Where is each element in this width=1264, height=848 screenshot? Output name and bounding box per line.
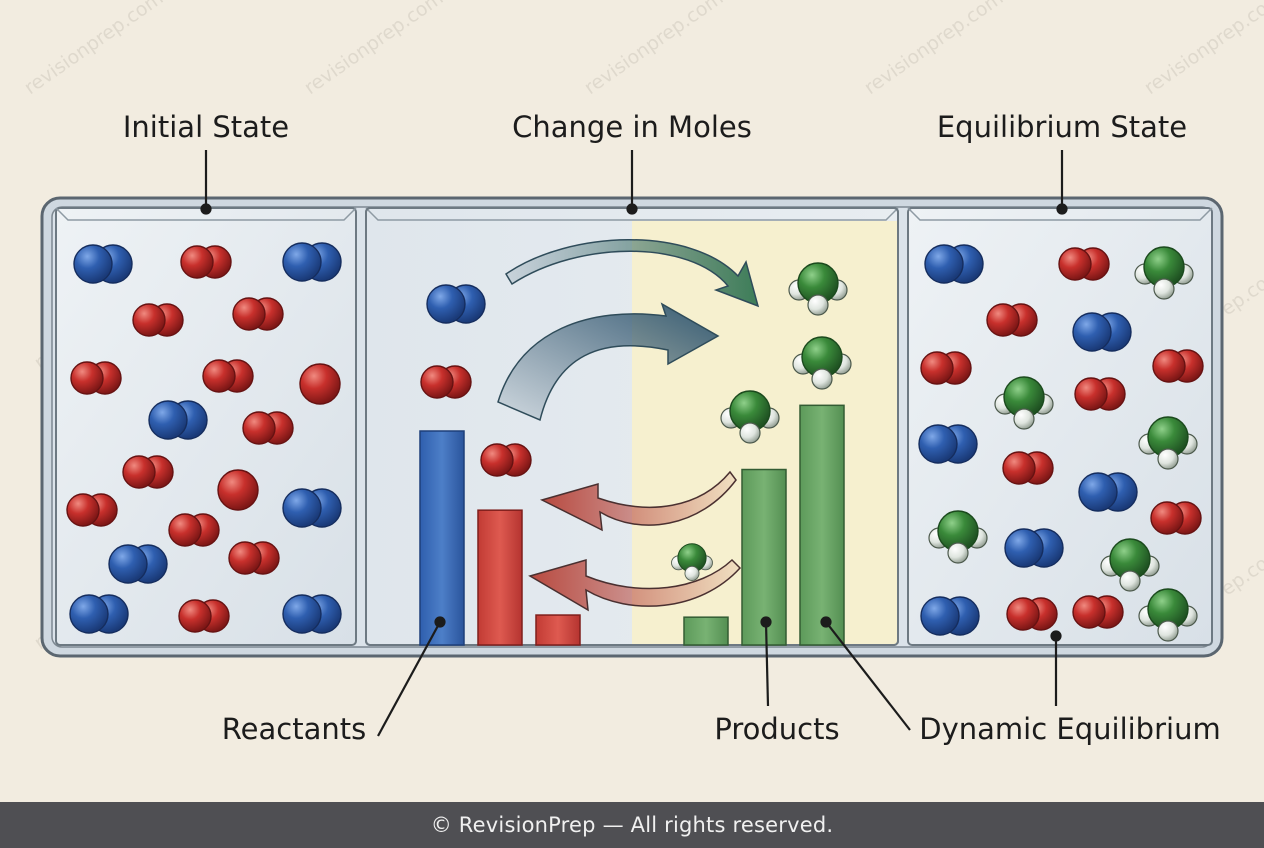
blue-diatomic-molecule: [148, 400, 208, 440]
red-diatomic-molecule: [1150, 501, 1202, 535]
red-diatomic-molecule: [228, 541, 280, 575]
leader-products: [764, 621, 770, 707]
red-diatomic-molecule: [242, 411, 294, 445]
label-change-in-moles: Change in Moles: [512, 110, 752, 144]
blue-diatomic-molecule: [282, 594, 342, 634]
label-reactants: Reactants: [222, 712, 366, 746]
red-diatomic-molecule: [66, 493, 118, 527]
mole-bars: [419, 404, 845, 646]
copyright-footer: © RevisionPrep — All rights reserved.: [0, 802, 1264, 848]
red-diatomic-molecule: [168, 513, 220, 547]
label-products: Products: [714, 712, 839, 746]
product-bar-3: [799, 404, 845, 646]
blue-diatomic-molecule: [108, 544, 168, 584]
red-diatomic-molecule: [1074, 377, 1126, 411]
blue-diatomic-molecule: [920, 596, 980, 636]
red-diatomic-molecule: [202, 359, 254, 393]
blue-diatomic-molecule: [282, 488, 342, 528]
red-diatomic-molecule: [132, 303, 184, 337]
red-atom: [217, 469, 259, 511]
red-diatomic-molecule: [122, 455, 174, 489]
forward-arrow-top: [504, 239, 760, 308]
watermark-text: revisionprep.com: [300, 0, 447, 99]
red-diatomic-molecule: [1152, 349, 1204, 383]
footer-text: © RevisionPrep — All rights reserved.: [430, 813, 834, 837]
reverse-arrow-upper: [539, 470, 737, 532]
reaction-arrows: [497, 239, 760, 612]
product-bar-1: [683, 616, 729, 646]
red-diatomic-molecule: [70, 361, 122, 395]
reactant-bar-3: [535, 614, 581, 646]
red-diatomic-molecule: [1072, 595, 1124, 629]
red-diatomic-molecule: [1058, 247, 1110, 281]
label-dynamic-equilibrium: Dynamic Equilibrium: [919, 712, 1220, 746]
blue-diatomic-molecule: [924, 244, 984, 284]
red-diatomic-molecule: [1002, 451, 1054, 485]
blue-diatomic-molecule: [918, 424, 978, 464]
product-bar-2: [741, 468, 787, 646]
red-diatomic-molecule: [178, 599, 230, 633]
reactant-bar-2: [477, 509, 523, 646]
red-diatomic-molecule: [180, 245, 232, 279]
leader-reactants: [377, 621, 441, 737]
blue-diatomic-molecule: [1004, 528, 1064, 568]
blue-diatomic-molecule: [69, 594, 129, 634]
forward-arrow-middle: [497, 302, 720, 422]
watermark-text: revisionprep.com: [580, 0, 727, 99]
red-diatomic-molecule: [1006, 597, 1058, 631]
watermark-text: revisionprep.com: [860, 0, 1007, 99]
blue-diatomic-molecule: [73, 244, 133, 284]
red-diatomic-molecule: [986, 303, 1038, 337]
watermark-text: revisionprep.com: [1140, 0, 1264, 99]
blue-diatomic-molecule: [1078, 472, 1138, 512]
leader-dynamic-equilibrium: [825, 621, 911, 731]
blue-diatomic-molecule: [282, 242, 342, 282]
label-equilibrium-state: Equilibrium State: [937, 110, 1187, 144]
blue-diatomic-molecule: [1072, 312, 1132, 352]
red-diatomic-molecule: [232, 297, 284, 331]
leader-lines: [200, 150, 1068, 737]
reverse-arrow-lower: [528, 558, 742, 612]
reactant-bar-1: [419, 430, 465, 646]
red-diatomic-molecule: [420, 365, 472, 399]
red-diatomic-molecule: [920, 351, 972, 385]
blue-diatomic-molecule: [426, 284, 486, 324]
watermark-text: revisionprep.com: [20, 0, 167, 99]
red-diatomic-molecule: [480, 443, 532, 477]
red-atom: [299, 363, 341, 405]
label-initial-state: Initial State: [123, 110, 289, 144]
